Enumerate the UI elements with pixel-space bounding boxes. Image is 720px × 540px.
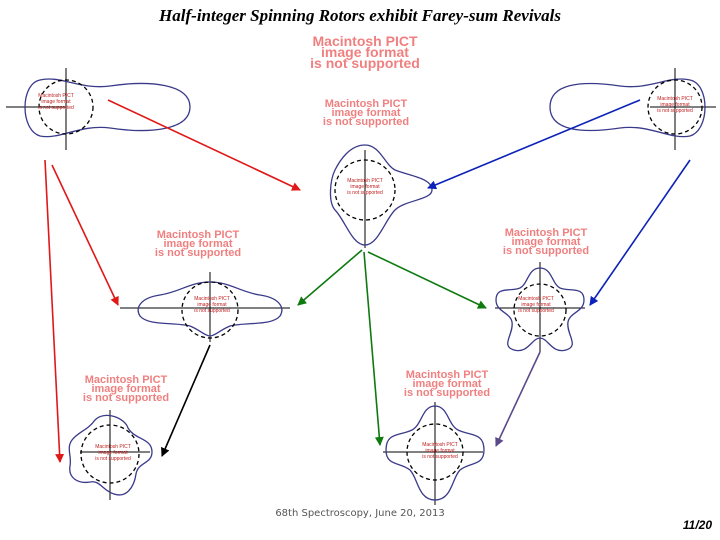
arrow-green-center-to-midleft	[297, 249, 363, 306]
small-line-2: image format	[521, 302, 551, 308]
pict-line-3: is not supported	[310, 55, 420, 71]
pict-small-top-left: Macintosh PICT image format is not suppo…	[38, 93, 74, 111]
rotor-mid-left	[120, 272, 290, 342]
arrow-black-midleft-to-bottomleft	[161, 344, 211, 457]
pict-small-center: Macintosh PICT image format is not suppo…	[347, 178, 383, 196]
rotor-outline	[385, 405, 485, 501]
pict-line-1: Macintosh PICT	[85, 374, 168, 386]
dashed-circle	[334, 159, 396, 221]
slide-number: 11/20	[682, 518, 712, 532]
pict-small-bottom-left: Macintosh PICT image format is not suppo…	[95, 444, 131, 462]
rotor-outline	[495, 267, 585, 352]
rotor-bottom-center	[383, 402, 485, 505]
pict-line-1: Macintosh PICT	[325, 98, 408, 110]
dashed-circle	[181, 281, 239, 339]
pict-placeholder-mid-left: Macintosh PICT image format is not suppo…	[155, 229, 241, 259]
small-line-3: is not supported	[194, 308, 230, 314]
pict-line-2: image format	[163, 238, 232, 250]
small-line-3: is not supported	[518, 308, 554, 314]
dashed-circle	[513, 283, 567, 337]
pict-line-1: Macintosh PICT	[406, 369, 489, 381]
small-line-1: Macintosh PICT	[194, 296, 230, 302]
rotor-outline	[137, 281, 283, 337]
arrow-green-center-to-midright	[367, 251, 487, 309]
pict-placeholder-top: Macintosh PICT image format is not suppo…	[310, 33, 420, 71]
pict-line-2: image format	[412, 378, 481, 390]
small-line-2: image format	[98, 450, 128, 456]
pict-line-1: Macintosh PICT	[157, 229, 240, 241]
pict-line-3: is not supported	[155, 247, 241, 259]
pict-placeholder-low-left: Macintosh PICT image format is not suppo…	[83, 374, 169, 404]
arrows	[44, 99, 691, 463]
pict-line-3: is not supported	[404, 387, 490, 399]
small-line-3: is not supported	[38, 105, 74, 111]
slide-title: Half-integer Spinning Rotors exhibit Far…	[159, 6, 561, 25]
arrow-red-left-to-midleft	[51, 164, 119, 306]
pict-line-3: is not supported	[83, 392, 169, 404]
rotor-outline	[329, 144, 433, 246]
pict-line-2: image format	[321, 44, 409, 60]
pict-line-1: Macintosh PICT	[505, 227, 588, 239]
dashed-circle	[406, 423, 464, 481]
rotor-bottom-left	[68, 410, 153, 500]
pict-small-top-right: Macintosh PICT image format is not suppo…	[657, 96, 693, 114]
pict-line-3: is not supported	[323, 116, 409, 128]
small-line-2: image format	[350, 184, 380, 190]
pict-small-mid-right: Macintosh PICT image format is not suppo…	[518, 296, 554, 314]
small-line-1: Macintosh PICT	[518, 296, 554, 302]
small-line-2: image format	[660, 102, 690, 108]
arrow-green-center-to-bottomcenter	[363, 251, 384, 446]
small-line-1: Macintosh PICT	[422, 442, 458, 448]
rotor-top-left	[6, 68, 191, 150]
pict-line-2: image format	[331, 107, 400, 119]
footer-text: 68th Spectroscopy, June 20, 2013	[275, 508, 445, 519]
small-line-1: Macintosh PICT	[95, 444, 131, 450]
small-line-3: is not supported	[657, 108, 693, 114]
pict-small-mid-left: Macintosh PICT image format is not suppo…	[194, 296, 230, 314]
pict-placeholder-upper-center: Macintosh PICT image format is not suppo…	[323, 98, 409, 128]
pict-line-2: image format	[511, 236, 580, 248]
pict-line-1: Macintosh PICT	[312, 33, 417, 49]
arrow-blue-right-to-midright	[589, 159, 691, 306]
small-line-1: Macintosh PICT	[38, 93, 74, 99]
pict-line-2: image format	[91, 383, 160, 395]
dashed-circle	[38, 79, 94, 135]
rotor-center-trefoil	[329, 144, 433, 248]
pict-placeholder-low-right: Macintosh PICT image format is not suppo…	[404, 369, 490, 399]
pict-line-3: is not supported	[503, 245, 589, 257]
pict-small-bottom-center: Macintosh PICT image format is not suppo…	[422, 442, 458, 460]
pict-placeholder-mid-right: Macintosh PICT image format is not suppo…	[503, 227, 589, 257]
dashed-circle	[80, 424, 140, 484]
dashed-circle	[647, 79, 703, 135]
arrow-red-left-to-bottomleft	[44, 159, 65, 463]
small-line-2: image format	[41, 99, 71, 105]
rotor-mid-right	[495, 262, 585, 352]
small-line-1: Macintosh PICT	[347, 178, 383, 184]
small-line-2: image format	[425, 448, 455, 454]
small-line-2: image format	[197, 302, 227, 308]
arrow-blue-right-to-center	[427, 99, 641, 190]
arrow-red-top-to-center	[107, 99, 301, 191]
small-line-1: Macintosh PICT	[657, 96, 693, 102]
rotor-outline	[24, 78, 191, 138]
small-line-3: is not supported	[422, 454, 458, 460]
arrow-purple-midright-to-bottomcenter	[495, 351, 541, 447]
rotor-outline	[68, 414, 153, 496]
small-line-3: is not supported	[347, 190, 383, 196]
small-line-3: is not supported	[95, 456, 131, 462]
